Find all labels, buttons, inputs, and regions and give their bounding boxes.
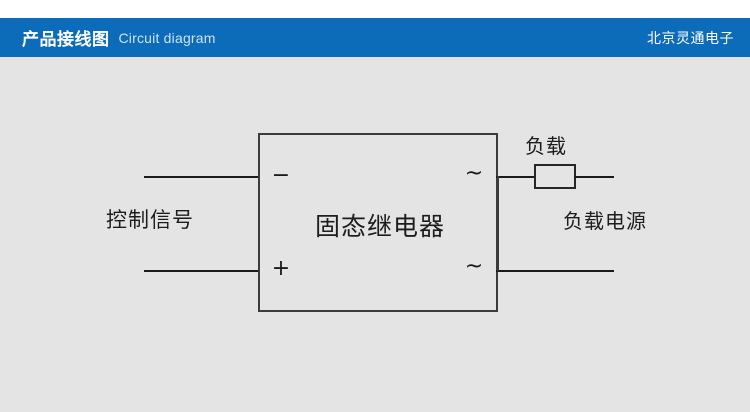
label-load: 负载 [525, 134, 567, 158]
label-load-power: 负载电源 [563, 209, 647, 233]
wire-output-top-right-segment [574, 176, 614, 178]
terminal-positive-icon: + [271, 256, 291, 281]
wire-control-negative [144, 176, 260, 178]
terminal-ac-top-icon: ~ [464, 161, 484, 186]
diagram-canvas: 固态继电器 − + ~ ~ 控制信号 负载 负载电源 [0, 57, 750, 412]
wire-output-bottom [496, 270, 614, 272]
page-header: 产品接线图 Circuit diagram 北京灵通电子 [0, 18, 750, 57]
load-resistor-symbol [534, 164, 576, 189]
terminal-ac-bottom-icon: ~ [464, 254, 484, 279]
header-brand-group: 北京灵通电子 [647, 18, 734, 57]
page-title-en: Circuit diagram [118, 29, 216, 46]
solid-state-relay-body: 固态继电器 [258, 133, 498, 312]
relay-body-label: 固态继电器 [314, 211, 445, 241]
brand-name: 北京灵通电子 [647, 30, 734, 47]
label-control-signal: 控制信号 [106, 208, 194, 232]
page-title-cn: 产品接线图 [22, 30, 110, 50]
header-title-group: 产品接线图 Circuit diagram [22, 18, 216, 57]
wire-control-positive [144, 270, 260, 272]
terminal-negative-icon: − [271, 163, 291, 188]
wire-output-vertical-link [497, 176, 499, 271]
wire-output-top-left-segment [496, 176, 536, 178]
